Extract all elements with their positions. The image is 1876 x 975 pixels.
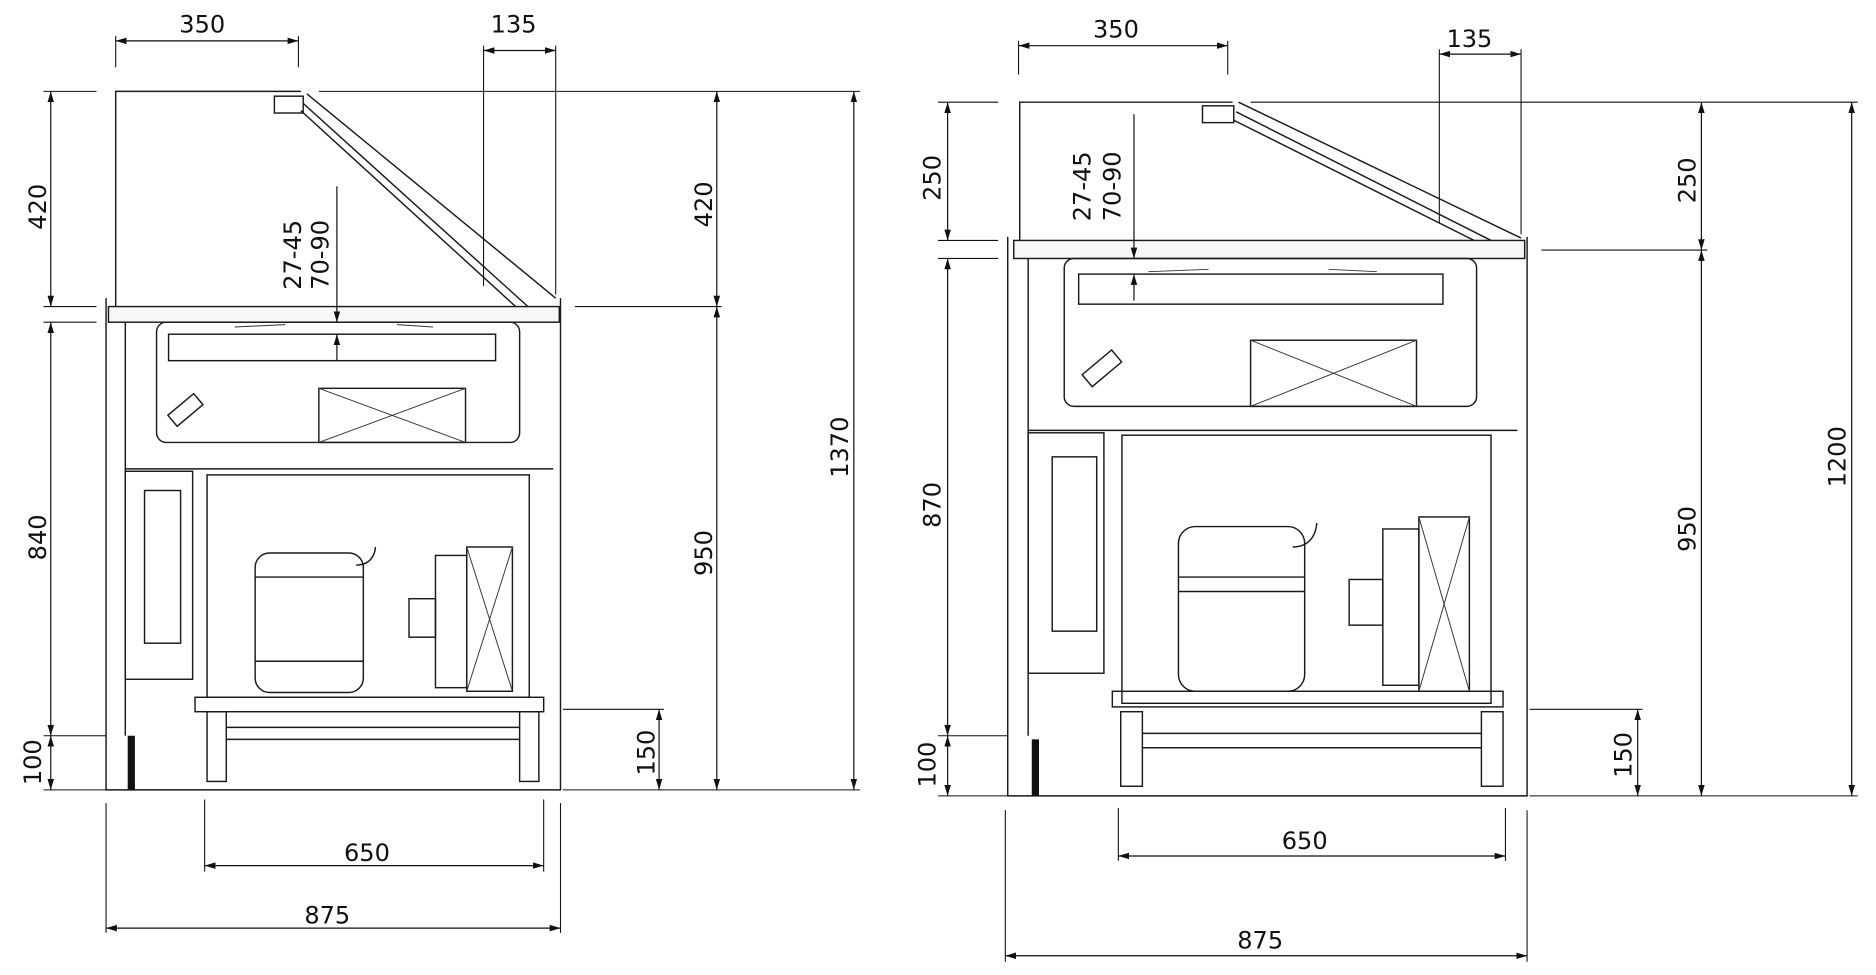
display-case-body xyxy=(1007,101,1528,797)
dim-glass-height-right: 420 xyxy=(690,181,718,227)
dim-tray-depth-b: 70-90 xyxy=(306,220,334,290)
evap-fan xyxy=(166,392,204,428)
condenser xyxy=(1348,516,1471,692)
dim-glass-height-left: 420 xyxy=(24,184,52,230)
evaporator xyxy=(1249,339,1418,408)
left-view: 350 135 420 840 100 420 950 1370 150 xyxy=(19,10,860,933)
control-panel xyxy=(124,470,194,680)
compressor xyxy=(254,552,365,694)
right-view: 350 135 250 870 100 250 950 1200 150 xyxy=(914,15,1858,962)
dim-glass-height-right: 250 xyxy=(1673,157,1701,203)
machine-compartment xyxy=(1111,434,1504,708)
dim-counter-height: 950 xyxy=(690,530,718,576)
compressor xyxy=(1177,525,1306,692)
sloped-glass xyxy=(1233,101,1522,244)
dim-body-height: 840 xyxy=(24,514,52,560)
evap-fan xyxy=(1081,348,1123,388)
dim-glass-offset: 135 xyxy=(1446,25,1492,53)
display-case-body xyxy=(105,90,562,791)
tray xyxy=(1077,273,1444,305)
dim-leg-span: 650 xyxy=(344,839,390,867)
dim-total-height: 1200 xyxy=(1824,426,1852,487)
dim-total-height: 1370 xyxy=(826,417,854,478)
tank xyxy=(1063,257,1478,408)
condenser xyxy=(408,546,514,692)
dim-tray-depth-a: 27-45 xyxy=(279,220,307,290)
legs xyxy=(127,710,540,790)
sloped-glass xyxy=(300,93,557,311)
dim-plinth-height: 100 xyxy=(19,739,47,785)
legs xyxy=(1031,710,1504,796)
dim-leg-span: 650 xyxy=(1282,827,1328,855)
glass-hinge xyxy=(1201,105,1235,124)
dim-top-width: 350 xyxy=(179,10,225,38)
dim-tray-depth-b: 70-90 xyxy=(1099,151,1127,221)
dim-glass-offset: 135 xyxy=(491,10,537,38)
dim-total-depth: 875 xyxy=(304,901,350,929)
machine-compartment xyxy=(194,474,545,713)
glass-hinge xyxy=(273,95,304,114)
dim-tray-depth-a: 27-45 xyxy=(1069,151,1097,221)
dimensions-left: 350 135 420 840 100 420 950 1370 150 xyxy=(19,10,860,933)
counter-top xyxy=(1013,239,1526,260)
counter-top xyxy=(107,305,561,323)
dim-leg-height: 150 xyxy=(632,730,660,776)
dim-counter-height: 950 xyxy=(1673,506,1701,552)
dim-glass-height-left: 250 xyxy=(918,155,946,201)
dim-leg-height: 150 xyxy=(1610,732,1638,778)
dim-total-depth: 875 xyxy=(1237,927,1283,955)
dimensions-right: 350 135 250 870 100 250 950 1200 150 xyxy=(914,15,1858,962)
dim-plinth-height: 100 xyxy=(914,742,942,788)
evaporator xyxy=(318,387,467,444)
dim-top-width: 350 xyxy=(1093,15,1139,43)
dim-body-height: 870 xyxy=(918,482,946,528)
control-panel xyxy=(1027,432,1105,674)
tray xyxy=(167,333,497,362)
